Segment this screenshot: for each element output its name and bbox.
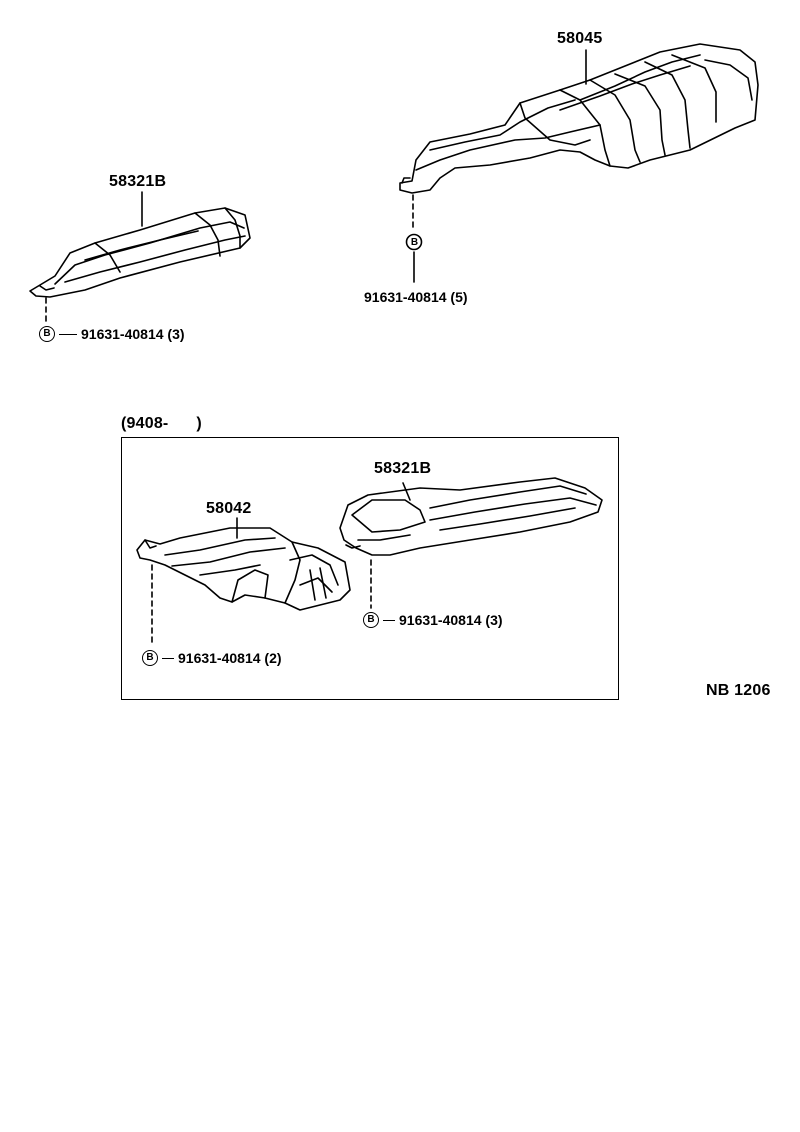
part-label-58321b-top: 58321B <box>109 173 167 190</box>
bolt-ref-text: 91631-40814 (3) <box>399 612 503 628</box>
bolt-badge-58045-circle <box>405 233 423 251</box>
bolt-ref-58321b-inset: B 91631-40814 (3) <box>363 612 503 628</box>
cover-58042-drawing <box>136 527 351 611</box>
undercover-58045-drawing <box>399 43 759 194</box>
leader-dash <box>59 333 77 335</box>
part-label-58042: 58042 <box>206 500 252 517</box>
bolt-ref-58045: 91631-40814 (5) <box>364 290 468 304</box>
part-label-58321b-inset: 58321B <box>374 460 432 477</box>
bolt-badge-icon: B <box>39 326 55 342</box>
leader-dash <box>383 619 395 621</box>
bolt-ref-58321b-top: B 91631-40814 (3) <box>39 326 185 342</box>
cover-58321b-top-drawing <box>29 207 251 298</box>
inset-date-label: (9408- ) <box>121 415 202 432</box>
leader-dash <box>162 657 174 659</box>
bolt-badge-icon: B <box>363 612 379 628</box>
figure-code: NB 1206 <box>706 682 771 699</box>
bolt-ref-text: 91631-40814 (2) <box>178 650 282 666</box>
badge-letter: B <box>410 236 419 248</box>
bolt-badge-icon: B <box>142 650 158 666</box>
bolt-ref-text: 91631-40814 (5) <box>364 289 468 305</box>
leader-58321b-inset <box>402 482 411 501</box>
bolt-ref-58042: B 91631-40814 (2) <box>142 650 282 666</box>
part-label-58045: 58045 <box>557 30 603 47</box>
cover-58321b-inset-drawing <box>339 477 603 556</box>
inset-frame <box>121 437 619 700</box>
bolt-badge-58045: B <box>407 235 422 250</box>
bolt-ref-text: 91631-40814 (3) <box>81 326 185 342</box>
